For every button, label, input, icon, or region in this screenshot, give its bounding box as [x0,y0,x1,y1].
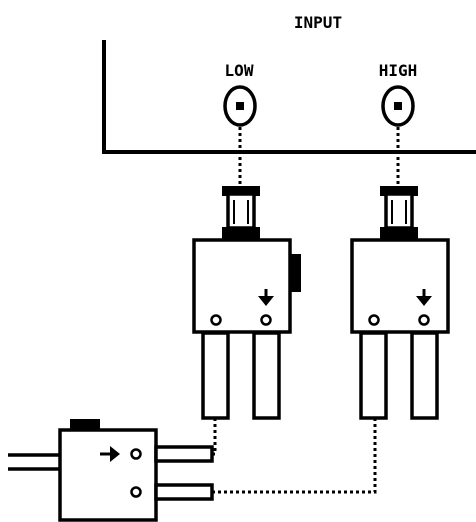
high-label: HIGH [379,61,418,80]
arrow-down-icon [416,289,432,306]
low-bnc-adapter[interactable] [192,186,301,420]
arrow-right-icon [100,446,120,462]
banana-splitter-adapter[interactable] [8,419,214,522]
high-bnc-adapter[interactable] [350,186,450,420]
arrow-down-icon [258,289,274,306]
high-input-jack-icon[interactable] [381,85,415,127]
panel-title: INPUT [294,13,342,32]
high-return-link [212,418,377,494]
low-label: LOW [225,61,254,80]
low-input-jack-icon[interactable] [223,85,257,127]
instrument-panel [102,40,476,154]
